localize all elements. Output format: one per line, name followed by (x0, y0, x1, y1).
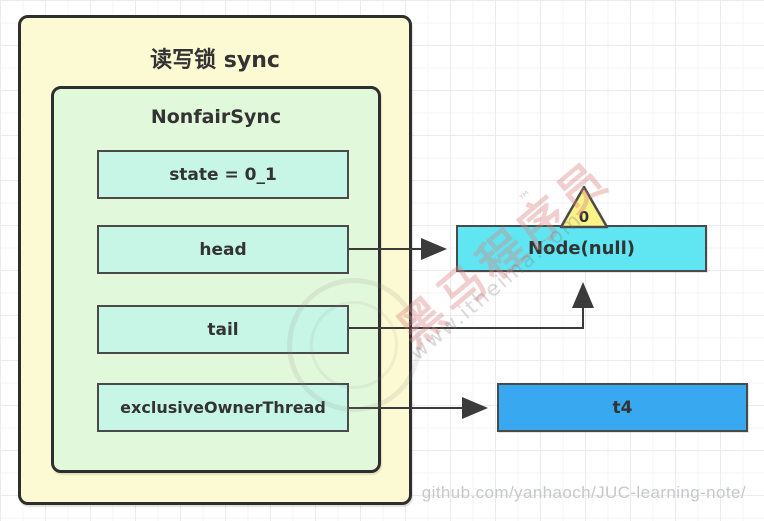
thread-t4-box: t4 (497, 383, 748, 432)
waiters-count: 0 (579, 208, 589, 226)
field-state: state = 0_1 (97, 150, 349, 199)
node-null-box: Node(null) (456, 225, 707, 272)
triangle-icon: 0 (559, 185, 609, 229)
field-exclusive-owner-thread: exclusiveOwnerThread (97, 383, 349, 432)
nonfairsync-title: NonfairSync (150, 106, 282, 128)
field-head: head (97, 225, 349, 274)
waiters-triangle-badge: 0 (558, 184, 610, 230)
field-tail: tail (97, 305, 349, 354)
credit-url-text: github.com/yanhaoch/JUC-learning-note/ (421, 483, 746, 502)
rwlock-sync-title: 读写锁 sync (150, 48, 280, 73)
